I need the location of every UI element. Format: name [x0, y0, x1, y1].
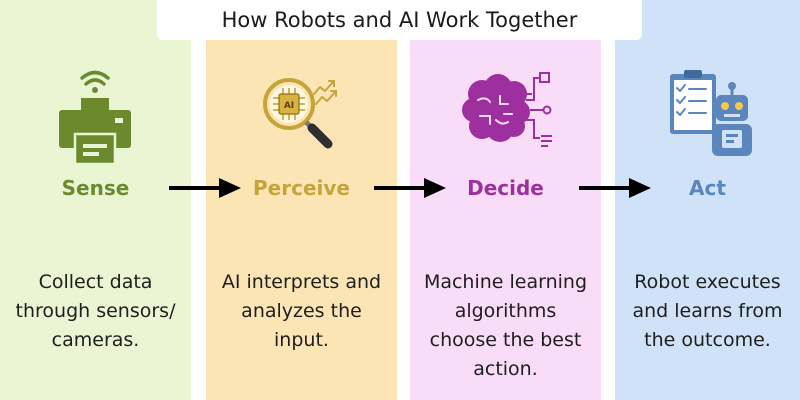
description-line: algorithms — [454, 300, 557, 322]
stage-label-act: Act — [689, 176, 726, 200]
description-line: analyzes the — [241, 300, 362, 322]
description-line: the outcome. — [644, 329, 771, 351]
decide-panel — [410, 0, 601, 400]
stage-label-sense: Sense — [61, 176, 130, 200]
svg-text:AI: AI — [284, 101, 294, 111]
ai-magnifier-icon: AI — [262, 76, 344, 156]
arrow-right-icon — [372, 176, 448, 204]
description-line: action. — [473, 358, 538, 380]
sense-panel — [0, 0, 191, 400]
stage-description-act: Robot executes and learns from the outco… — [615, 268, 800, 355]
page-title: How Robots and AI Work Together — [221, 8, 578, 32]
description-line: through sensors/ — [15, 300, 176, 322]
description-line: AI interprets and — [221, 271, 382, 293]
arrow-right-icon — [577, 176, 653, 204]
act-panel — [615, 0, 800, 400]
description-line: input. — [274, 329, 329, 351]
description-line: cameras. — [51, 329, 140, 351]
description-line: Robot executes — [634, 271, 781, 293]
title-box: How Robots and AI Work Together — [157, 0, 642, 40]
robot-clipboard-icon — [664, 68, 760, 158]
stage-description-decide: Machine learning algorithms choose the b… — [410, 268, 601, 384]
printer-wifi-icon — [55, 64, 135, 168]
arrow-right-icon — [167, 176, 243, 204]
description-line: Machine learning — [423, 271, 588, 293]
description-line: Collect data — [38, 271, 153, 293]
stage-label-perceive: Perceive — [253, 176, 350, 200]
description-line: choose the best — [429, 329, 582, 351]
stage-label-decide: Decide — [467, 176, 544, 200]
stage-description-perceive: AI interprets and analyzes the input. — [206, 268, 397, 355]
brain-circuit-icon — [460, 70, 556, 160]
stage-description-sense: Collect data through sensors/ cameras. — [0, 268, 191, 355]
perceive-panel — [206, 0, 397, 400]
description-line: and learns from — [632, 300, 783, 322]
